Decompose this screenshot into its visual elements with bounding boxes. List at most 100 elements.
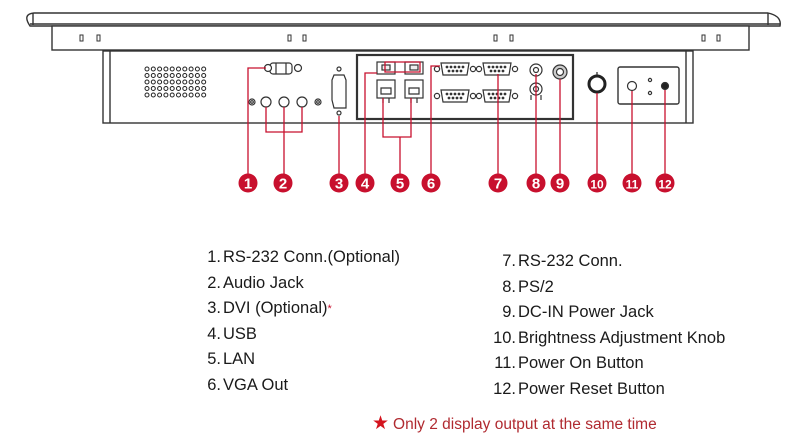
vent-hole: [201, 79, 207, 85]
footnote: ★Only 2 display output at the same time: [372, 412, 657, 435]
vent-hole: [157, 92, 163, 98]
vent-hole: [194, 66, 200, 72]
legend-item: 10.Brightness Adjustment Knob: [493, 328, 726, 347]
callout-number: 8: [532, 176, 540, 193]
callout-badge-6: 6: [421, 173, 441, 193]
callout-number: 7: [494, 176, 502, 193]
vent-hole: [144, 86, 150, 91]
power-buttons: [626, 77, 670, 96]
db9-port: [475, 89, 519, 103]
callout-badge-10: 10: [587, 173, 607, 193]
dc-in-jack: [552, 64, 568, 80]
mount-slot: [509, 34, 514, 42]
vent-hole: [157, 73, 163, 78]
callout-circle: [587, 173, 607, 193]
legend-item: 8.PS/2: [502, 277, 554, 296]
mount-slot: [79, 34, 84, 42]
vent-hole: [163, 73, 169, 78]
audio-jacks: [248, 96, 322, 108]
callout-badge-7: 7: [488, 173, 508, 193]
callout-badge-12: 12: [655, 173, 675, 193]
vent-hole: [163, 79, 169, 85]
mount-slot: [493, 34, 498, 42]
legend-label: Brightness Adjustment Knob: [518, 328, 726, 347]
callout-number: 9: [556, 176, 564, 193]
callout-badge-4: 4: [355, 173, 375, 193]
vent-hole: [188, 66, 194, 72]
footnote-text: Only 2 display output at the same time: [393, 416, 657, 433]
vent-hole: [144, 92, 150, 98]
mount-slot: [302, 34, 307, 42]
legend-left-column: 1.RS-232 Conn.(Optional) 2.Audio Jack 3.…: [204, 245, 400, 399]
legend-label: DC-IN Power Jack: [518, 303, 654, 322]
db9-port: [475, 62, 519, 76]
vent-hole: [163, 66, 169, 72]
vent-hole: [194, 92, 200, 98]
rear-plate: [51, 25, 750, 51]
callout-number: 10: [590, 178, 604, 192]
vent-hole: [150, 92, 156, 98]
vent-hole: [169, 92, 175, 98]
legend-right-column: 7.RS-232 Conn. 8.PS/2 9.DC-IN Power Jack…: [487, 249, 725, 403]
callout-badge-9: 9: [550, 173, 570, 193]
vent-hole: [188, 73, 194, 78]
callout-number: 4: [361, 176, 370, 193]
brightness-knob: [587, 72, 607, 94]
legend-item: 6.VGA Out: [207, 375, 289, 394]
vent-hole: [176, 92, 181, 98]
legend-label: Power Reset Button: [518, 379, 665, 398]
star-icon: ★: [372, 413, 390, 434]
legend-label: Audio Jack: [223, 273, 304, 292]
speaker-vent: [144, 66, 207, 98]
callout-circle: [238, 173, 258, 193]
rs232-optional-connector: [263, 62, 303, 75]
asterisk-icon: *: [327, 303, 332, 316]
vent-hole: [176, 79, 181, 85]
callout-badge-1: 1: [238, 173, 258, 193]
vent-hole: [194, 86, 200, 91]
leader-lines: [247, 61, 666, 182]
vent-hole: [194, 79, 200, 85]
callout-circle: [622, 173, 642, 193]
legend-item: 5.LAN: [207, 350, 256, 369]
vent-hole: [157, 79, 163, 85]
callout-badge-11: 11: [622, 173, 642, 193]
db9-port: [433, 62, 477, 76]
callout-number: 12: [658, 178, 672, 192]
legend-item: 3.DVI (Optional)*: [207, 299, 332, 318]
button-box: [617, 66, 680, 105]
legend-item: 9.DC-IN Power Jack: [502, 303, 654, 322]
callout-circle: [355, 173, 375, 193]
legend-label: Power On Button: [518, 354, 644, 373]
legend-label: RS-232 Conn.(Optional): [223, 248, 401, 266]
vent-hole: [201, 73, 207, 78]
vent-hole: [176, 73, 181, 78]
callout-badge-2: 2: [273, 173, 293, 193]
vent-hole: [176, 66, 181, 72]
callout-number: 11: [626, 178, 639, 192]
vent-hole: [188, 92, 194, 98]
callout-circle: [550, 173, 570, 193]
vent-hole: [201, 86, 207, 91]
vent-hole: [194, 73, 200, 78]
callout-number: 5: [396, 176, 404, 193]
vent-hole: [150, 66, 156, 72]
legend-label: VGA Out: [223, 375, 289, 394]
db9-port: [433, 89, 477, 103]
callout-number: 6: [427, 176, 435, 193]
callout-circle: [421, 173, 441, 193]
vent-hole: [144, 73, 150, 78]
vent-hole: [157, 66, 163, 72]
callout-circle: [329, 173, 349, 193]
legend-item: 2.Audio Jack: [207, 273, 304, 292]
legend-item: 1.RS-232 Conn.(Optional): [207, 248, 401, 266]
vent-hole: [163, 86, 169, 91]
lan-ports: [376, 79, 424, 103]
callout-circle: [655, 173, 675, 193]
db9-connectors: [433, 62, 519, 103]
legend-label: DVI (Optional): [223, 299, 328, 318]
mount-slot: [716, 34, 721, 42]
vent-hole: [163, 92, 169, 98]
callout-badge-3: 3: [329, 173, 349, 193]
mount-slot: [287, 34, 292, 42]
